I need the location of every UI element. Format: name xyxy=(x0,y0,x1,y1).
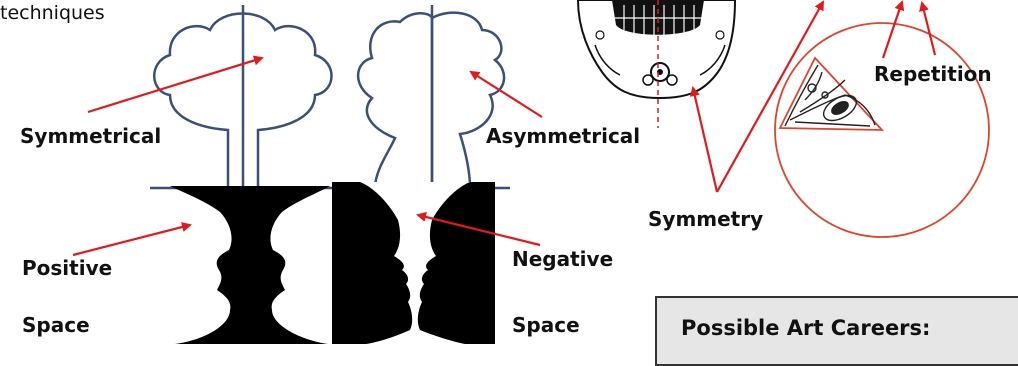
careers-heading: Possible Art Careers: xyxy=(681,316,930,340)
label-positive-space: Space xyxy=(22,313,90,337)
rubin-vase-positive xyxy=(170,186,330,344)
careers-box: Possible Art Careers: xyxy=(655,296,1018,366)
label-positive: Positive xyxy=(22,256,112,280)
rubin-faces-negative xyxy=(332,182,495,344)
label-repetition: Repetition xyxy=(874,62,992,86)
asymmetrical-tree xyxy=(358,5,504,188)
label-symmetry: Symmetry xyxy=(648,207,763,231)
symmetrical-tree xyxy=(154,5,331,188)
arrow-asymmetrical xyxy=(471,72,542,117)
arrow-positive xyxy=(73,225,190,255)
arrow-symmetrical xyxy=(88,58,262,112)
label-negative: Negative xyxy=(512,247,613,271)
arrow-symmetry-1 xyxy=(693,88,717,192)
label-negative-space: Space xyxy=(512,313,580,337)
repetition-circle xyxy=(775,23,989,237)
label-asymmetrical: Asymmetrical xyxy=(486,124,640,148)
label-symmetrical: Symmetrical xyxy=(20,124,161,148)
intro-text: techniques xyxy=(0,2,105,24)
illustration-canvas xyxy=(0,0,1018,344)
skull-image xyxy=(578,0,735,128)
